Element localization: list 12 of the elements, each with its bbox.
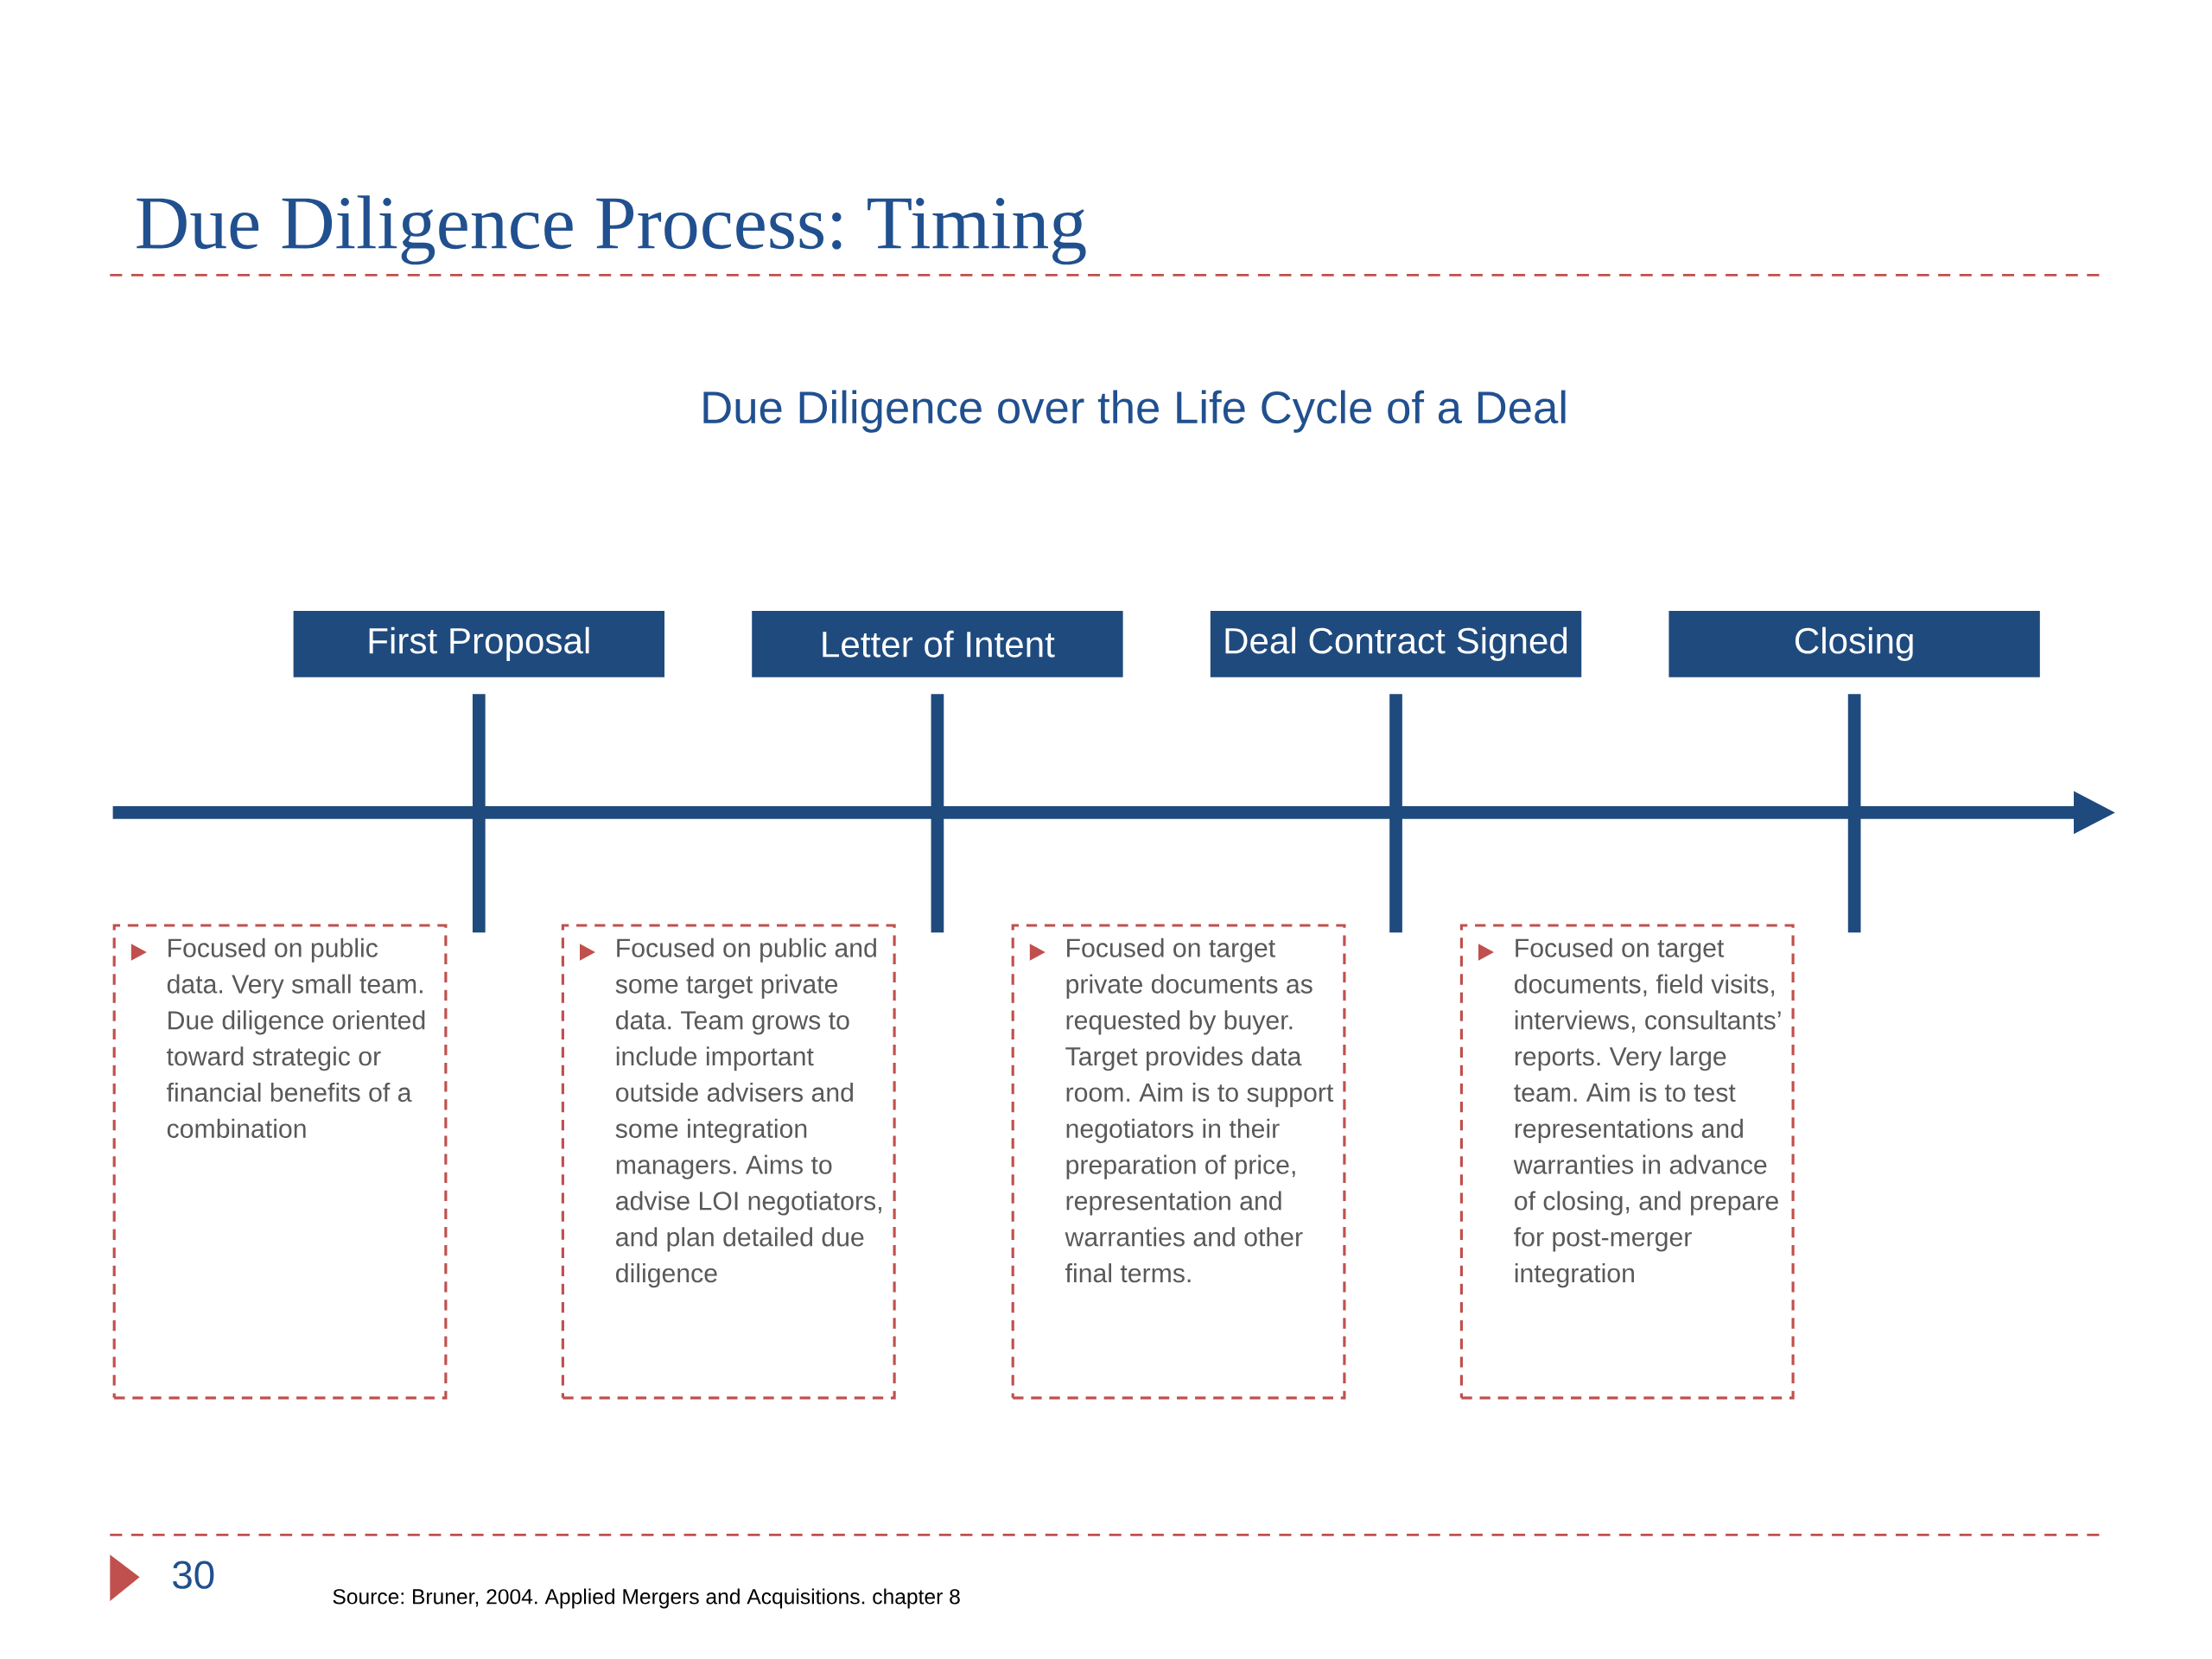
description-box: Focused on public data. Very small team. Due diligence oriented toward strategic or financial benefits of a combination	[112, 924, 448, 1400]
milestone-box: Closing	[1669, 610, 2040, 677]
milestone-box: Letter of Intent	[752, 610, 1123, 677]
milestone-box: First Proposal	[293, 610, 664, 677]
slide-title: Due Diligence Process: Timing	[137, 195, 1086, 265]
description-box: Focused on target private documents as requested by buyer. Target provides data room. Aim is to support negotiators in their preparation of price, representation and warranties and other final terms.	[1011, 924, 1346, 1400]
description-box: Focused on public and some target private data. Team grows to include important outside advisers and some integration managers. Aims to advise LOI negotiators, and plan detailed due diligence	[561, 924, 896, 1400]
source-note: Source: Bruner, 2004. Applied Mergers and Acquisitions. chapter 8	[333, 1588, 960, 1609]
page-number: 30	[173, 1560, 214, 1589]
subtitle: Due Diligence over the Life Cycle of a Deal	[703, 390, 1566, 433]
description-box: Focused on target documents, field visits, interviews, consultants’ reports. Very large team. Aim is to test representations and warranties in advance of closing, and prepare for post-merger integration	[1459, 924, 1795, 1400]
milestone-box: Deal Contract Signed	[1210, 610, 1582, 677]
